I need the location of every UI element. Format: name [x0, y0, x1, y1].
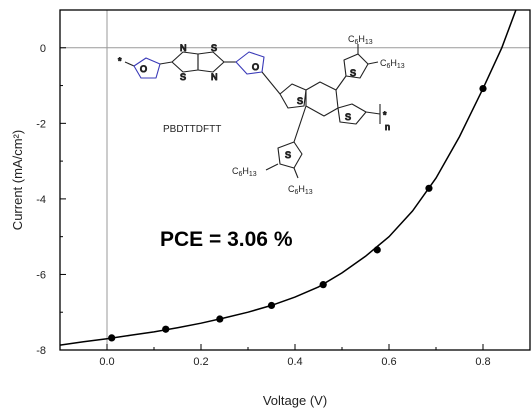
thienyl-sulfur-top: S [350, 68, 356, 78]
data-markers [108, 84, 487, 342]
pce-annotation: PCE = 3.06 % [160, 228, 293, 251]
y-axis-ticks: 0 -2 -4 -6 -8 [36, 9, 66, 357]
hexyl-label-2: C6H13 [380, 58, 405, 70]
repeat-unit-n: n [385, 122, 390, 132]
thiazole-nitrogen-2: N [211, 72, 218, 82]
y-tick-label-0: 0 [40, 43, 46, 55]
thienyl-sulfur-bottom: S [285, 150, 291, 160]
data-point-2 [216, 315, 224, 323]
y-tick-label-3: -6 [36, 269, 46, 281]
end-group-star-right: * [383, 110, 387, 120]
x-axis-title: Voltage (V) [263, 393, 327, 408]
data-point-1 [162, 325, 170, 333]
hexyl-label-1: C6H13 [348, 34, 373, 46]
thiazole-nitrogen-1: N [180, 43, 187, 53]
data-point-7 [479, 84, 487, 93]
furan-ring-left [133, 57, 161, 79]
hexyl-label-4: C6H13 [288, 184, 313, 196]
x-tick-label-4: 0.8 [475, 356, 490, 368]
hexyl-label-3: C6H13 [232, 166, 257, 178]
x-tick-label-1: 0.2 [193, 356, 208, 368]
y-tick-label-4: -8 [36, 345, 46, 357]
furan-ring-right [235, 51, 265, 75]
y-tick-label-1: -2 [36, 118, 46, 130]
thiazole-sulfur-1: S [180, 72, 186, 82]
x-tick-label-0: 0.0 [99, 356, 114, 368]
x-axis-ticks: 0.0 0.2 0.4 0.6 0.8 [59, 344, 531, 368]
data-point-0 [108, 334, 116, 342]
thiazolothiazole-core [171, 51, 225, 73]
data-point-4 [319, 281, 327, 289]
y-tick-label-2: -4 [36, 194, 46, 206]
thiazole-sulfur-2: S [211, 43, 217, 53]
jv-curve [59, 9, 517, 346]
pbdttdftt-structure: * O N S S N O S S [117, 42, 391, 179]
thienyl-ring-bottom [277, 141, 303, 169]
plot-frame [59, 9, 531, 351]
x-tick-label-2: 0.4 [287, 356, 302, 368]
polymer-name: PBDTTDFTT [163, 124, 221, 135]
furan-oxygen-right: O [252, 62, 259, 72]
x-tick-label-3: 0.6 [381, 356, 396, 368]
data-point-3 [267, 301, 276, 310]
thienyl-ring-top [343, 53, 369, 79]
benzodithiophene-core [279, 81, 367, 125]
bdt-sulfur-1: S [297, 96, 303, 106]
bdt-sulfur-2: S [345, 112, 351, 122]
furan-oxygen-left: O [140, 64, 147, 74]
y-axis-title: Current (mA/cm²) [10, 130, 25, 230]
data-point-5 [373, 246, 381, 254]
end-group-star-left: * [118, 56, 122, 66]
data-point-6 [425, 184, 433, 192]
